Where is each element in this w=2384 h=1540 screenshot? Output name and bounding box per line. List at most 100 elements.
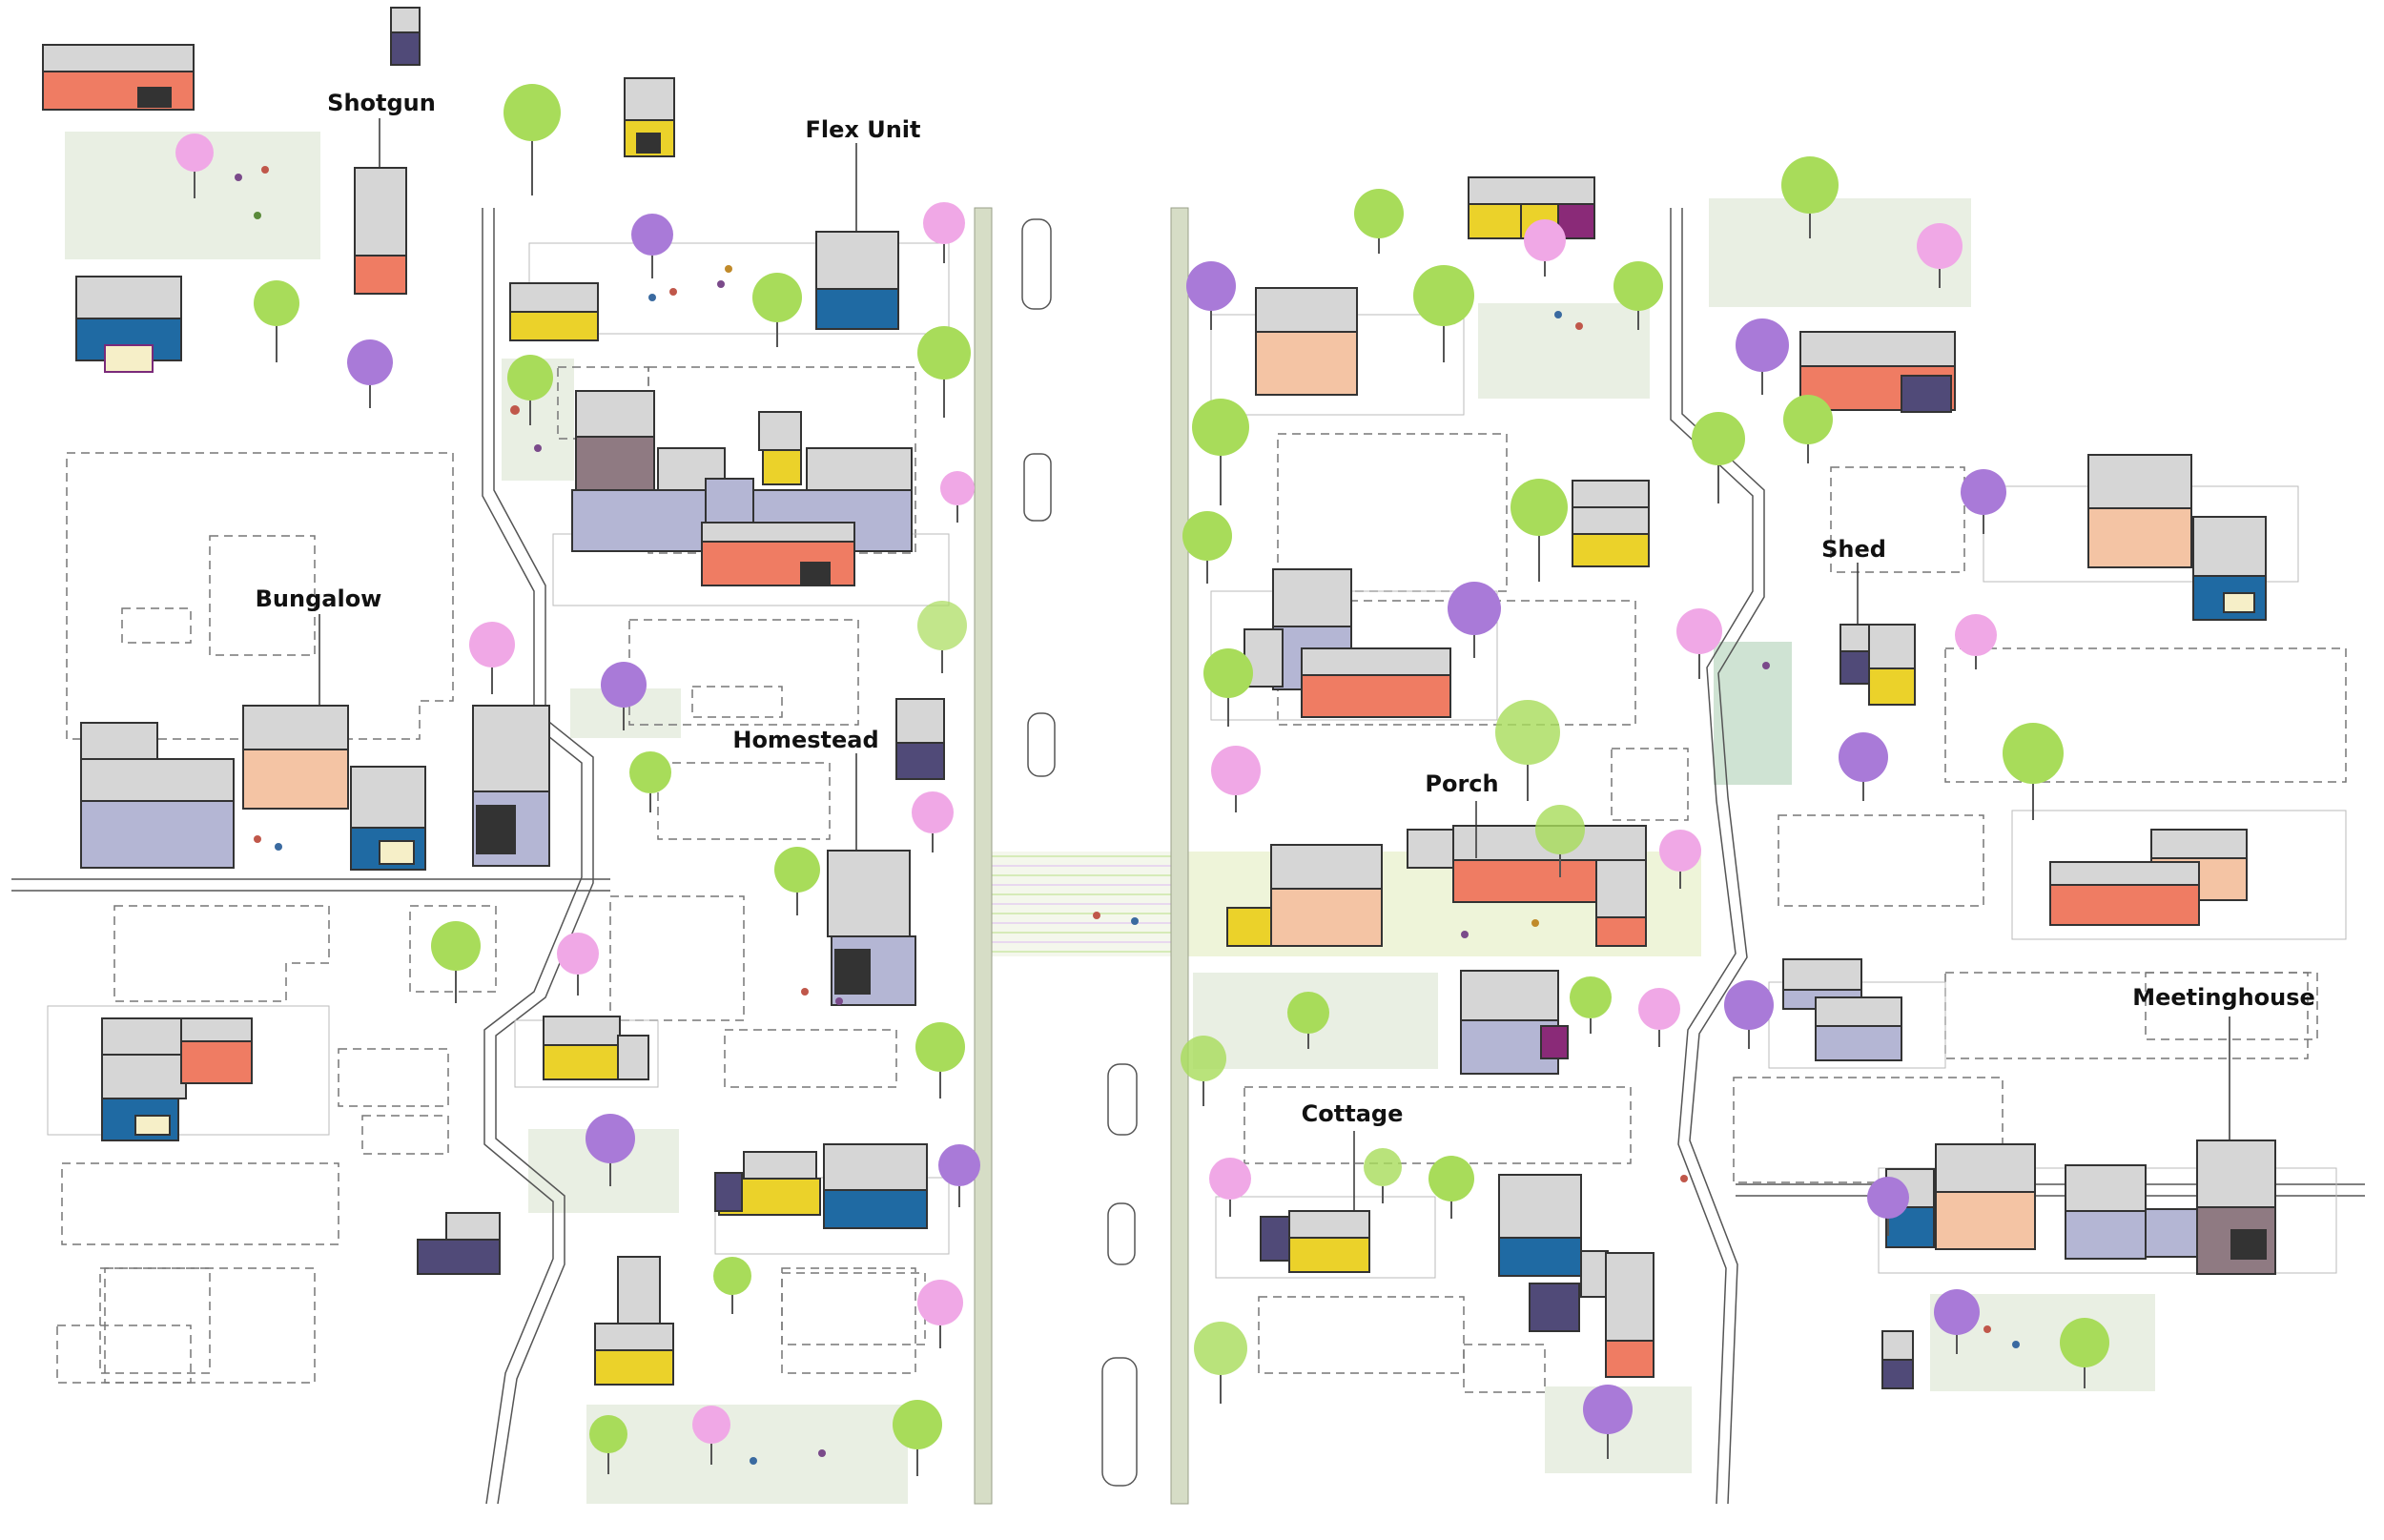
house-peach-far-right	[2087, 454, 2267, 621]
person-icon	[275, 843, 282, 851]
person-icon	[717, 280, 725, 288]
house-lavender-mid	[1460, 970, 1569, 1075]
tree-icon	[1192, 399, 1249, 505]
cars	[1021, 218, 1138, 1487]
house-navy-tower	[895, 698, 945, 780]
car-icon	[1021, 218, 1052, 310]
tree-icon	[1613, 261, 1663, 330]
person-icon	[261, 166, 269, 174]
house-blue-center	[714, 1143, 928, 1229]
tree-icon	[917, 1280, 963, 1348]
buildings	[42, 7, 2276, 1389]
tree-icon	[431, 921, 481, 1003]
person-icon	[669, 288, 677, 296]
tree-icon	[1724, 980, 1774, 1049]
road-verge-left	[974, 207, 993, 1505]
person-icon	[648, 294, 656, 301]
tree-icon	[1524, 219, 1566, 277]
house-coral-right-top	[1799, 331, 1956, 413]
lawn-area	[1478, 303, 1650, 399]
house-porch-group	[1226, 825, 1647, 947]
tree-icon	[1287, 992, 1329, 1049]
tree-icon	[2003, 723, 2064, 820]
tree-icon	[601, 662, 647, 730]
tree-icon	[1354, 189, 1404, 254]
house-navy-bottom-right	[1881, 1330, 1914, 1389]
house-yellow-small	[624, 77, 675, 157]
tree-icon	[1413, 265, 1474, 362]
label-meetinghouse: Meetinghouse	[2132, 984, 2315, 1011]
tree-icon	[1535, 805, 1585, 877]
person-icon	[1983, 1325, 1991, 1333]
person-icon	[1762, 662, 1770, 669]
house-yellow-center-right	[1572, 480, 1650, 567]
person-icon	[510, 405, 520, 415]
house-yellow-bottom-left	[594, 1256, 674, 1386]
tree-icon	[774, 847, 820, 915]
house-coral-left-mid	[101, 1017, 253, 1141]
tree-icon	[1182, 511, 1232, 584]
tree-icon	[915, 1022, 965, 1099]
tree-icon	[1867, 1177, 1909, 1236]
car-icon	[1101, 1357, 1138, 1487]
label-shotgun: Shotgun	[327, 90, 436, 116]
crosswalk	[992, 855, 1171, 953]
tree-icon	[557, 933, 599, 996]
tree-icon	[175, 133, 214, 198]
trees	[175, 84, 2109, 1476]
tree-icon	[1209, 1158, 1251, 1217]
house-blue-cottage-right	[1498, 1174, 1654, 1378]
road-verge-right	[1170, 207, 1189, 1505]
house-shed	[1839, 624, 1916, 706]
tree-icon	[469, 622, 515, 694]
tree-icon	[923, 202, 965, 263]
house-bungalow-group	[80, 705, 550, 871]
house-coral-center-right	[1243, 568, 1451, 718]
tree-icon	[1364, 1148, 1402, 1203]
house-coral-topleft	[42, 44, 195, 111]
person-icon	[534, 444, 542, 452]
house-peach-top	[1255, 287, 1358, 396]
house-homestead	[827, 850, 916, 1006]
person-icon	[254, 835, 261, 843]
house-yellow-porch	[509, 282, 599, 341]
tree-icon	[504, 84, 561, 195]
leader-lines	[319, 118, 2230, 1211]
person-icon	[818, 1449, 826, 1457]
label-homestead: Homestead	[732, 727, 878, 753]
tree-icon	[507, 355, 553, 425]
house-flex-unit	[815, 231, 899, 330]
person-icon	[801, 988, 809, 996]
tree-icon	[752, 273, 802, 347]
label-flex-unit: Flex Unit	[805, 116, 920, 143]
person-icon	[750, 1457, 757, 1465]
tree-icon	[1736, 318, 1789, 395]
house-peach-right-mid	[2049, 829, 2248, 926]
tree-icon	[1203, 648, 1253, 727]
tree-icon	[1570, 976, 1612, 1034]
tree-icon	[1659, 830, 1701, 889]
tree-icon	[629, 751, 671, 812]
house-yellow-small-mid	[543, 1016, 649, 1080]
person-icon	[1531, 919, 1539, 927]
tree-icon	[1194, 1322, 1247, 1404]
tree-icon	[1783, 395, 1833, 463]
tree-icon	[912, 791, 954, 852]
label-shed: Shed	[1821, 536, 1886, 563]
tree-icon	[1495, 700, 1560, 801]
tree-icon	[631, 214, 673, 278]
tree-icon	[917, 601, 967, 673]
house-cottage	[1260, 1210, 1370, 1273]
person-icon	[835, 997, 843, 1005]
label-bungalow: Bungalow	[256, 585, 382, 612]
people	[235, 166, 2020, 1465]
tree-icon	[1781, 156, 1839, 238]
tree-icon	[893, 1400, 942, 1476]
tree-icon	[254, 280, 299, 362]
tree-icon	[1428, 1156, 1474, 1219]
tree-icon	[1955, 614, 1997, 669]
plaza-area	[1714, 642, 1792, 785]
person-icon	[725, 265, 732, 273]
person-icon	[1554, 311, 1562, 318]
